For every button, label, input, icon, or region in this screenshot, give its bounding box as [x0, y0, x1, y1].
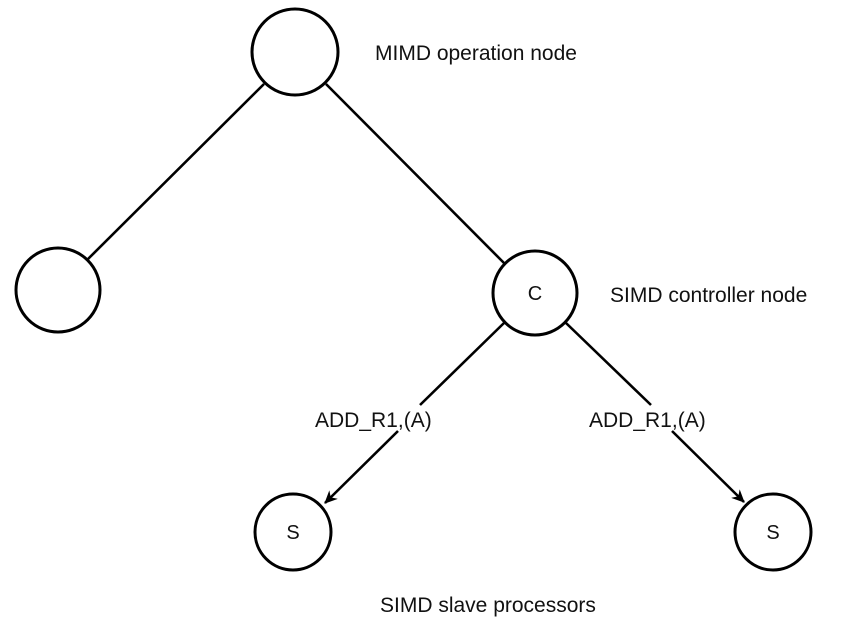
edge-label-slave1: ADD_R1,(A) — [315, 409, 432, 432]
node-controller-label: C — [528, 283, 542, 305]
node-root — [250, 7, 340, 97]
node-left — [14, 246, 102, 334]
annotation-simd-slave-processors: SIMD slave processors — [380, 594, 596, 617]
edge-controller-slave1-arrow — [324, 430, 399, 504]
annotation-mimd-operation-node: MIMD operation node — [375, 42, 577, 65]
edge-root-left — [87, 83, 265, 260]
node-slave-2-label: S — [766, 522, 779, 544]
node-controller: C — [491, 249, 579, 337]
edge-controller-slave2-upper — [565, 322, 652, 406]
edge-label-slave2: ADD_R1,(A) — [589, 409, 706, 432]
node-slave-1: S — [253, 492, 333, 572]
edge-controller-slave1-upper — [419, 322, 505, 406]
edge-controller-slave2-arrow — [671, 430, 745, 503]
annotation-simd-controller-node: SIMD controller node — [610, 284, 807, 307]
node-slave-2: S — [733, 492, 813, 572]
edge-root-controller — [325, 83, 505, 264]
node-slave-1-label: S — [286, 522, 299, 544]
